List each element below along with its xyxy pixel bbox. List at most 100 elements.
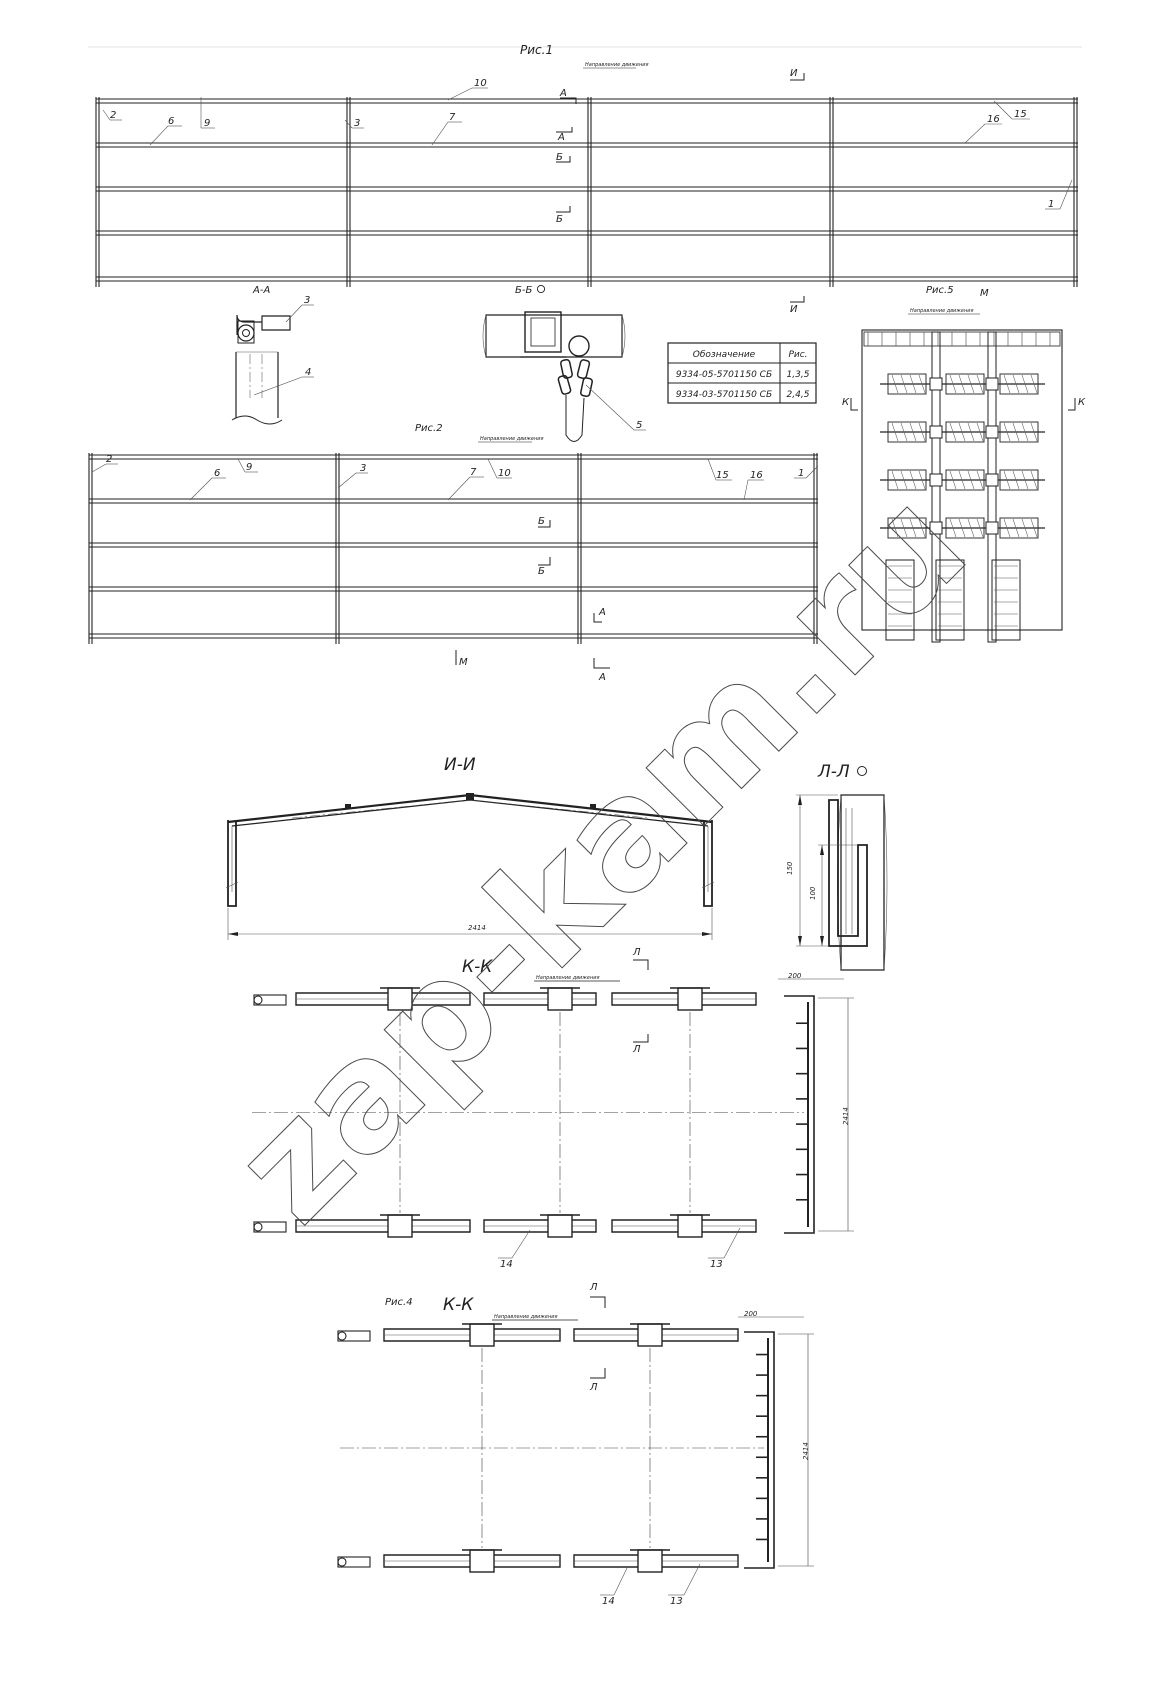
- kk-l-mark-bottom: Л: [632, 1044, 641, 1055]
- table-row-1-fig: 1,3,5: [787, 370, 810, 380]
- section-kk-fig4: Рис.4 К-К Направление движения Л Л 14 13…: [337, 1282, 814, 1607]
- kk3-hinge-plate: [253, 1221, 287, 1233]
- kk3-post-clamp: [547, 1214, 573, 1238]
- kk3-callout-14: 14: [500, 1259, 513, 1270]
- section-ll: Л-Л 150 100: [786, 762, 888, 971]
- fig5-crate-hatch: [949, 518, 957, 538]
- figure-5-direction: Направление движения: [910, 308, 974, 314]
- fig2-callout-10: 10: [498, 468, 511, 479]
- section-ii: И-И 2414: [225, 755, 715, 940]
- ll-dim-150: 150: [786, 861, 794, 875]
- fig2-callout-7: 7: [470, 467, 477, 478]
- fig5-clamp: [929, 521, 943, 535]
- section-bb-title: Б-Б: [515, 285, 532, 296]
- callout-10: 10: [474, 78, 487, 89]
- fig5-clamp: [929, 377, 943, 391]
- fig5-crate-hatch: [1012, 422, 1020, 442]
- kk4-hinge: [337, 1331, 347, 1341]
- kk4-hinge-plate: [337, 1556, 371, 1568]
- kk3-post-clamp: [677, 1214, 703, 1238]
- fig4-l-mark-top: Л: [589, 1282, 598, 1293]
- kk4-rail-segment: [383, 1554, 561, 1568]
- fig5-crate-hatch: [1012, 374, 1020, 394]
- fig5-crate: [887, 373, 927, 395]
- fig5-clamp: [985, 425, 999, 439]
- fig5-crate-hatch: [891, 374, 899, 394]
- designation-table: Обозначение Рис. 9334-05-5701150 СБ 1,3,…: [667, 342, 817, 404]
- section-mark-b-bottom: Б: [556, 214, 563, 225]
- fig1-callouts: 2 6 9 3 7 10 15 16 1: [102, 78, 1073, 210]
- fig5-crate: [887, 421, 927, 443]
- kk3-end-frame: [784, 995, 815, 1234]
- ll-dim-100: 100: [809, 886, 817, 900]
- kk4-post-clamp: [469, 1323, 495, 1347]
- fig5-crate: [887, 517, 927, 539]
- fig5-crate-hatch: [976, 422, 984, 442]
- aa-callout-4: 4: [305, 367, 311, 378]
- fig5-lower-block: [991, 559, 1021, 641]
- section-mark-a-bottom: А: [557, 132, 565, 143]
- kk3-dim-200: 200: [788, 972, 802, 980]
- fig5-crate-hatch: [1021, 422, 1029, 442]
- fig4-dim-200: 200: [744, 1310, 758, 1318]
- fig5-crate-hatch: [891, 470, 899, 490]
- callout-16: 16: [987, 114, 1000, 125]
- fig5-crate-hatch: [1021, 518, 1029, 538]
- fig5-crate-hatch: [949, 422, 957, 442]
- fig5-crate: [945, 421, 985, 443]
- fig4-dim-2414: 2414: [802, 1442, 810, 1460]
- fig5-crate: [887, 469, 927, 491]
- fig5-crate-hatch: [1030, 422, 1038, 442]
- fig5-crate-hatch: [909, 374, 917, 394]
- table-header-fig: Рис.: [788, 350, 807, 360]
- figure-5-title: Рис.5: [926, 285, 954, 296]
- callout-1: 1: [1048, 199, 1054, 210]
- fig2-callout-3: 3: [360, 463, 366, 474]
- fig5-crate-hatch: [1003, 518, 1011, 538]
- fig5-crate: [999, 469, 1039, 491]
- fig4-l-mark-bottom: Л: [589, 1382, 598, 1393]
- figure-4-title: Рис.4: [385, 1297, 413, 1308]
- fig5-crate-hatch: [967, 470, 975, 490]
- fig5-crate-hatch: [900, 422, 908, 442]
- fig4-callout-14: 14: [602, 1596, 615, 1607]
- fig5-lower-block: [935, 559, 965, 641]
- kk4-hinge: [337, 1557, 347, 1567]
- fig2-callout-2: 2: [106, 454, 112, 465]
- figure-2-frame: [88, 453, 818, 644]
- callout-3: 3: [354, 118, 360, 129]
- kk3-post-clamp: [677, 987, 703, 1011]
- fig2-callouts: 2 6 9 3 7 10 15 16 1: [91, 454, 819, 501]
- fig2-callout-16: 16: [750, 470, 763, 481]
- fig5-crate-hatch: [958, 470, 966, 490]
- fig5-crate-hatch: [918, 470, 926, 490]
- kk4-end-frame: [744, 1331, 775, 1569]
- fig5-crate: [999, 373, 1039, 395]
- figure-5-m-mark: М: [980, 288, 989, 299]
- fig5-crate-hatch: [967, 374, 975, 394]
- fig5-top-bar: [863, 331, 1061, 347]
- section-mark-i-top: И: [790, 68, 798, 79]
- fig5-crate-hatch: [918, 422, 926, 442]
- table-row-1-designation: 9334-05-5701150 СБ: [676, 370, 772, 380]
- fig5-crate-hatch: [1030, 374, 1038, 394]
- table-row-2-fig: 2,4,5: [787, 390, 810, 400]
- fig5-crate-hatch: [900, 374, 908, 394]
- section-ii-title: И-И: [444, 755, 476, 775]
- fig5-crate-hatch: [1012, 470, 1020, 490]
- figure-1: Рис.1 Направление движения А А Б Б И И 2…: [95, 43, 1078, 315]
- fig5-post: [931, 331, 941, 643]
- fig5-crate-hatch: [891, 422, 899, 442]
- fig2-section-b-bottom: Б: [538, 566, 545, 577]
- callout-7: 7: [449, 112, 456, 123]
- figure-1-frame: [95, 97, 1078, 287]
- fig5-crate-hatch: [918, 374, 926, 394]
- fig5-crate-hatch: [967, 422, 975, 442]
- fig5-clamp: [985, 521, 999, 535]
- fig5-crate-hatch: [1021, 470, 1029, 490]
- figure-5: Рис.5 М Направление движения К К: [842, 285, 1086, 643]
- fig5-clamp: [929, 425, 943, 439]
- fig5-crate: [999, 517, 1039, 539]
- fig5-clamp: [985, 377, 999, 391]
- fig5-crate-hatch: [976, 470, 984, 490]
